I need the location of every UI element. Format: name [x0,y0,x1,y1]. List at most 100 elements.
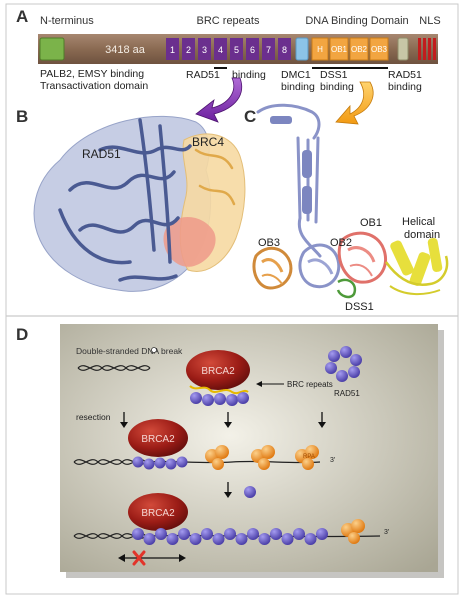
double-arrow-left-head [118,554,125,562]
panel-a: A N-terminus BRC repeats DNA Binding Dom… [16,7,441,125]
rad51-bound-middle [132,456,188,470]
brca2-middle [128,419,188,457]
helical-label-line1: Helical [402,216,435,228]
ob1-domain [337,231,387,284]
rad51-monomer [350,354,362,366]
panel-label-c: C [244,107,256,126]
rad51-monomer [270,528,282,540]
orange-curved-arrow [335,81,374,125]
broken-dna-helix [77,365,151,371]
helix-coil [302,186,312,214]
three-prime-bottom: 3' [384,529,389,536]
tower-helices [256,103,322,258]
dmc1-label: DMC1 [281,69,311,81]
brc-repeat [278,38,291,60]
nls-region [418,38,436,60]
rad51-monomer [293,528,305,540]
rad51-ribbons [58,118,192,282]
brc-repeat-number: 7 [266,45,271,55]
c-terminal-rad51-binding-region [397,37,409,61]
brc-repeat [214,38,227,60]
rad51-monomer [304,533,317,545]
rad51-monomer [226,394,238,406]
rpa-subunit [351,519,365,533]
dna-binding-domain: H OB1 OB2 OB3 [311,37,389,61]
nls-title: NLS [419,15,440,27]
double-arrow-right-head [179,554,186,562]
dna-break-marker [151,347,157,353]
rad51-structure-label: RAD51 [82,147,121,161]
brc-repeats-title: BRC repeats [197,15,260,27]
rpa-subunit [215,445,229,459]
rpa-cluster-bottom [341,519,365,544]
brc-repeat-number: 3 [202,45,207,55]
rad51-monomer [155,528,167,540]
c-rad51-label: RAD51 [388,69,422,81]
dbd-segment-label: H [317,45,323,54]
rad51-monomer [166,533,179,545]
helical-coil [409,252,431,286]
step-arrowhead-row2 [224,492,232,498]
brc-repeat [246,38,259,60]
dmc1-binding-word: binding [281,81,315,93]
rad51-bound-top [190,392,249,406]
rad51-monomer [340,346,352,358]
brc-repeat-number: 4 [218,45,223,55]
panel-b: B RAD51 BRC4 [16,107,246,292]
three-prime-middle: 3' [330,457,335,464]
rad51-monomer [348,366,360,378]
rad51-monomer [178,528,190,540]
brc-repeat-number: 1 [170,45,175,55]
rad51-ring-label: RAD51 [334,389,360,398]
dss1-label: DSS1 [320,69,348,81]
dbd-segment-label: OB2 [351,45,368,54]
purple-curved-arrow [195,77,242,123]
dss1-chain [336,278,357,299]
c-rad51-binding-word: binding [388,81,422,93]
dbd-helical-segment [311,37,329,61]
dbd-ob3-segment [369,37,389,61]
brc-repeat [230,38,243,60]
rpa-subunit [305,445,319,459]
rpa-subunit [258,458,270,470]
step-arrowheads-row1 [120,422,326,428]
dss1-binding-word: binding [320,81,354,93]
helical-domain [384,238,449,296]
rad51-monomer [143,533,156,545]
panel-label-a: A [16,7,28,26]
helix-coil [270,116,292,124]
helical-coil [427,238,443,272]
rad51-binding-word: binding [232,69,266,81]
dbd-ob1-segment [329,37,349,61]
brca2-middle-label: BRCA2 [141,434,175,445]
ob2-label: OB2 [330,237,352,249]
rad51-monomer [316,528,328,540]
dbd-segment-label: OB1 [331,45,348,54]
brc-repeats-annotation: BRC repeats [287,380,333,389]
protein-length-label: 3418 aa [105,44,146,56]
brc-repeat-number: 6 [250,45,255,55]
rad51-monomer [247,528,259,540]
rad51-monomer [154,457,166,469]
rad51-monomer [201,528,213,540]
panel-label-d: D [16,325,28,344]
rad51-monomer [176,456,188,468]
dmc1-binding-region [295,37,309,61]
rpa-subunit [212,458,224,470]
ob2-domain [298,243,341,289]
brca2-top [186,350,250,390]
figure-border [5,3,459,595]
rad51-monomer [212,533,225,545]
rad51-filament [132,528,328,545]
dbd-title: DNA Binding Domain [305,15,408,27]
rad51-monomer [325,362,337,374]
rpa-subunit [261,445,275,459]
rad51-monomer [237,392,249,404]
rad51-monomer [202,394,214,406]
transactivation-label: Transactivation domain [40,80,148,92]
dss1-structure-label: DSS1 [345,301,374,313]
n-terminus-label: N-terminus [40,15,94,27]
brc-repeat-number: 2 [186,45,191,55]
brc-repeat-number: 8 [282,45,287,55]
